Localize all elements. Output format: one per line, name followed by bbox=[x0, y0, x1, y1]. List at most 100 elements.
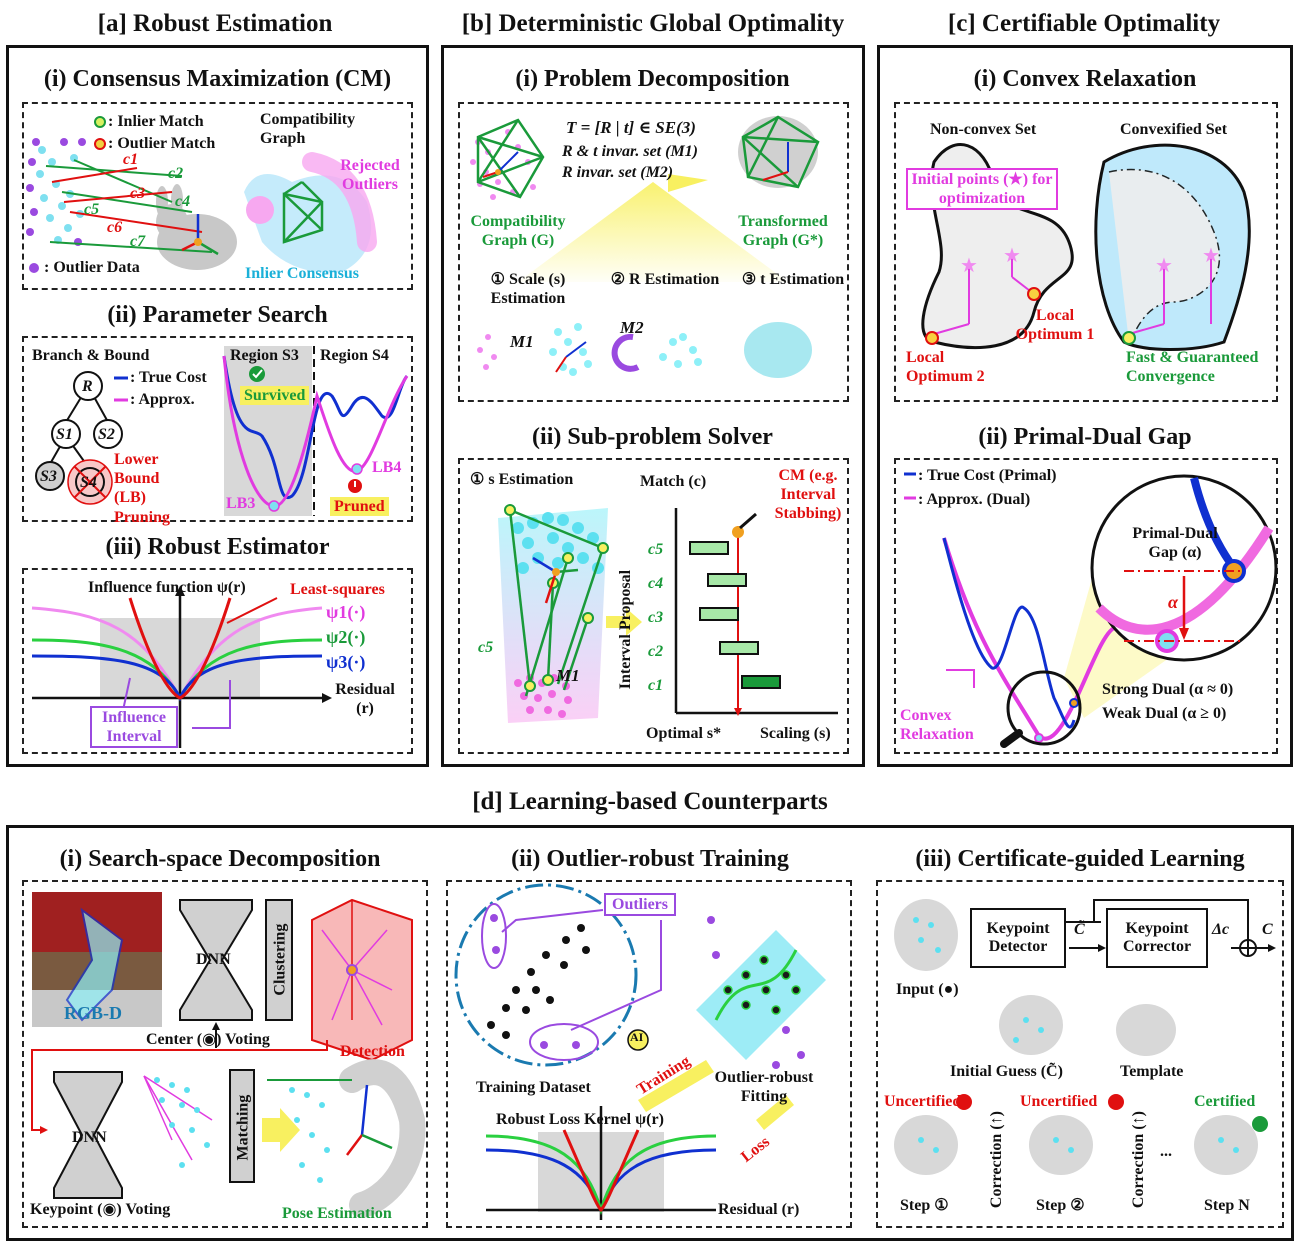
ot-outliers: Outliers bbox=[604, 893, 676, 917]
pd-scale-est: ① Scale (s) Estimation bbox=[490, 271, 566, 308]
pd-m2: M2 bbox=[620, 318, 644, 337]
svg-text:★: ★ bbox=[960, 253, 978, 277]
cr-convexified: Convexified Set bbox=[1120, 121, 1228, 138]
panel-d-title: [d] Learning-based Counterparts bbox=[472, 788, 828, 815]
re-title: (iii) Robust Estimator bbox=[105, 534, 330, 560]
sd-keypoint-voting: Keypoint (◉) Voting bbox=[30, 1201, 171, 1218]
sd-figure bbox=[31, 892, 426, 1218]
pdg-gap-label: Primal-Dual Gap (α) bbox=[1132, 525, 1218, 562]
cg-initial-guess: Initial Guess (C̃) bbox=[950, 1063, 1063, 1080]
pdg-convex-relax: Convex Relaxation bbox=[900, 707, 974, 744]
ps-lb4: LB4 bbox=[372, 459, 402, 476]
cg-correction-2: Correction (↑) bbox=[1129, 1111, 1147, 1209]
ss-c-label-1: c5 bbox=[478, 639, 494, 656]
cr-box bbox=[894, 102, 1278, 402]
cg-kp-detector-label: Keypoint Detector bbox=[986, 920, 1050, 955]
sd-center-voting: Center (◉) Voting bbox=[146, 1031, 270, 1048]
ss-box bbox=[458, 458, 849, 754]
cm-c7: c7 bbox=[130, 233, 146, 250]
ps-title: (ii) Parameter Search bbox=[107, 302, 328, 328]
cm-inlier-legend: : Inlier Match bbox=[108, 113, 204, 130]
ps-node-r: R bbox=[82, 378, 93, 395]
cm-c2: c2 bbox=[168, 165, 184, 182]
cg-kp-corrector-label: Keypoint Corrector bbox=[1122, 920, 1192, 955]
cg-delta-c: Δc bbox=[1212, 921, 1230, 938]
cg-correction-1: Correction (↑) bbox=[987, 1111, 1005, 1209]
pdg-figure bbox=[904, 472, 1278, 748]
re-influence-interval: Influence Interval bbox=[90, 706, 178, 749]
ot-box bbox=[446, 880, 852, 1228]
re-box bbox=[22, 568, 413, 754]
re-figure bbox=[31, 586, 332, 748]
cm-rejected-label: Rejected Outliers bbox=[340, 157, 400, 194]
re-psi1: ψ1(·) bbox=[326, 602, 366, 622]
pd-rt-invar: R & t invar. set (M1) bbox=[562, 143, 699, 160]
ss-m1: M1 bbox=[556, 666, 580, 685]
cm-outlier-data-legend: : Outlier Data bbox=[44, 259, 140, 276]
ps-lb3: LB3 bbox=[226, 495, 256, 512]
pd-title: (i) Problem Decomposition bbox=[515, 66, 790, 92]
cr-fast: Fast & Guaranteed Convergence bbox=[1126, 349, 1259, 386]
panel-b-frame bbox=[441, 45, 865, 767]
ss-s-est: ① s Estimation bbox=[470, 471, 574, 488]
ot-kernel: Robust Loss Kernel ψ(r) bbox=[496, 1111, 664, 1128]
pdg-true-cost: : True Cost (Primal) bbox=[918, 467, 1057, 484]
cg-kp-corrector: Keypoint Corrector bbox=[1106, 908, 1208, 968]
cg-title: (iii) Certificate-guided Learning bbox=[915, 846, 1245, 872]
cm-outlier-legend: : Outlier Match bbox=[108, 135, 216, 152]
cr-local-2: Local Optimum 2 bbox=[906, 349, 985, 386]
ps-box bbox=[22, 336, 413, 522]
ss-row-c4: c4 bbox=[648, 575, 664, 592]
sd-pose: Pose Estimation bbox=[282, 1205, 392, 1222]
ps-node-s4: S4 bbox=[80, 474, 97, 491]
pd-figure bbox=[470, 115, 820, 378]
panel-a-frame bbox=[6, 45, 429, 767]
cm-c6: c6 bbox=[107, 219, 123, 236]
svg-text:★: ★ bbox=[1003, 243, 1021, 267]
ot-training-dataset: Training Dataset bbox=[476, 1079, 591, 1096]
svg-text:★: ★ bbox=[1155, 253, 1173, 277]
panel-c-frame bbox=[877, 45, 1293, 767]
svg-text:★: ★ bbox=[1202, 243, 1220, 267]
ps-pruned: Pruned bbox=[330, 497, 389, 517]
cg-box bbox=[876, 880, 1284, 1228]
cg-c-tilde: C̃ bbox=[1074, 921, 1085, 938]
pd-r-est: ② R Estimation bbox=[610, 271, 720, 288]
pd-transformed-graph: Transformed Graph (G*) bbox=[738, 213, 828, 250]
cr-initial-points: Initial points (★) for optimization bbox=[906, 168, 1058, 211]
ps-node-s1: S1 bbox=[56, 426, 73, 443]
sd-rgbd: RGB-D bbox=[64, 1003, 122, 1023]
ps-true-cost: : True Cost bbox=[130, 369, 207, 386]
pdg-alpha: α bbox=[1168, 592, 1178, 612]
panel-a-title: [a] Robust Estimation bbox=[97, 10, 333, 37]
cr-nonconvex: Non-convex Set bbox=[930, 121, 1037, 138]
pd-m1: M1 bbox=[510, 332, 534, 351]
ps-approx: : Approx. bbox=[130, 391, 195, 408]
pd-compat-graph: Compatibility Graph (G) bbox=[470, 213, 566, 250]
ss-row-c5: c5 bbox=[648, 541, 664, 558]
ot-figure bbox=[454, 883, 826, 1220]
cg-uncertified-2: Uncertified bbox=[1020, 1093, 1098, 1110]
ps-bnb-label: Branch & Bound bbox=[32, 347, 150, 364]
pd-transform: T = [R | t] ∈ SE(3) bbox=[566, 118, 696, 137]
cm-figure bbox=[26, 116, 377, 273]
ss-optimal: Optimal s* bbox=[646, 725, 722, 742]
sd-box bbox=[22, 880, 428, 1228]
ps-lb-pruning: Lower Bound (LB) Pruning bbox=[114, 451, 171, 526]
cg-ellipsis: ... bbox=[1160, 1143, 1172, 1160]
cm-title: (i) Consensus Maximization (CM) bbox=[43, 66, 392, 92]
ss-interval-proposal: Interval Proposal bbox=[617, 569, 635, 690]
re-psi2: ψ2(·) bbox=[326, 627, 366, 647]
cm-box bbox=[22, 102, 413, 290]
panel-d-frame bbox=[6, 825, 1294, 1241]
cm-c3: c3 bbox=[130, 185, 146, 202]
re-least-squares: Least-squares bbox=[290, 581, 385, 598]
pdg-strong: Strong Dual (α ≈ 0) bbox=[1102, 681, 1234, 698]
ss-cm-note: CM (e.g. Interval Stabbing) bbox=[774, 467, 842, 523]
ps-region-s4: Region S4 bbox=[320, 347, 389, 364]
ss-match: Match (c) bbox=[640, 473, 707, 490]
ss-row-c1: c1 bbox=[648, 677, 664, 694]
ps-region-s3: Region S3 bbox=[230, 347, 299, 364]
pdg-weak: Weak Dual (α ≥ 0) bbox=[1102, 705, 1227, 722]
ss-figure bbox=[498, 504, 838, 723]
